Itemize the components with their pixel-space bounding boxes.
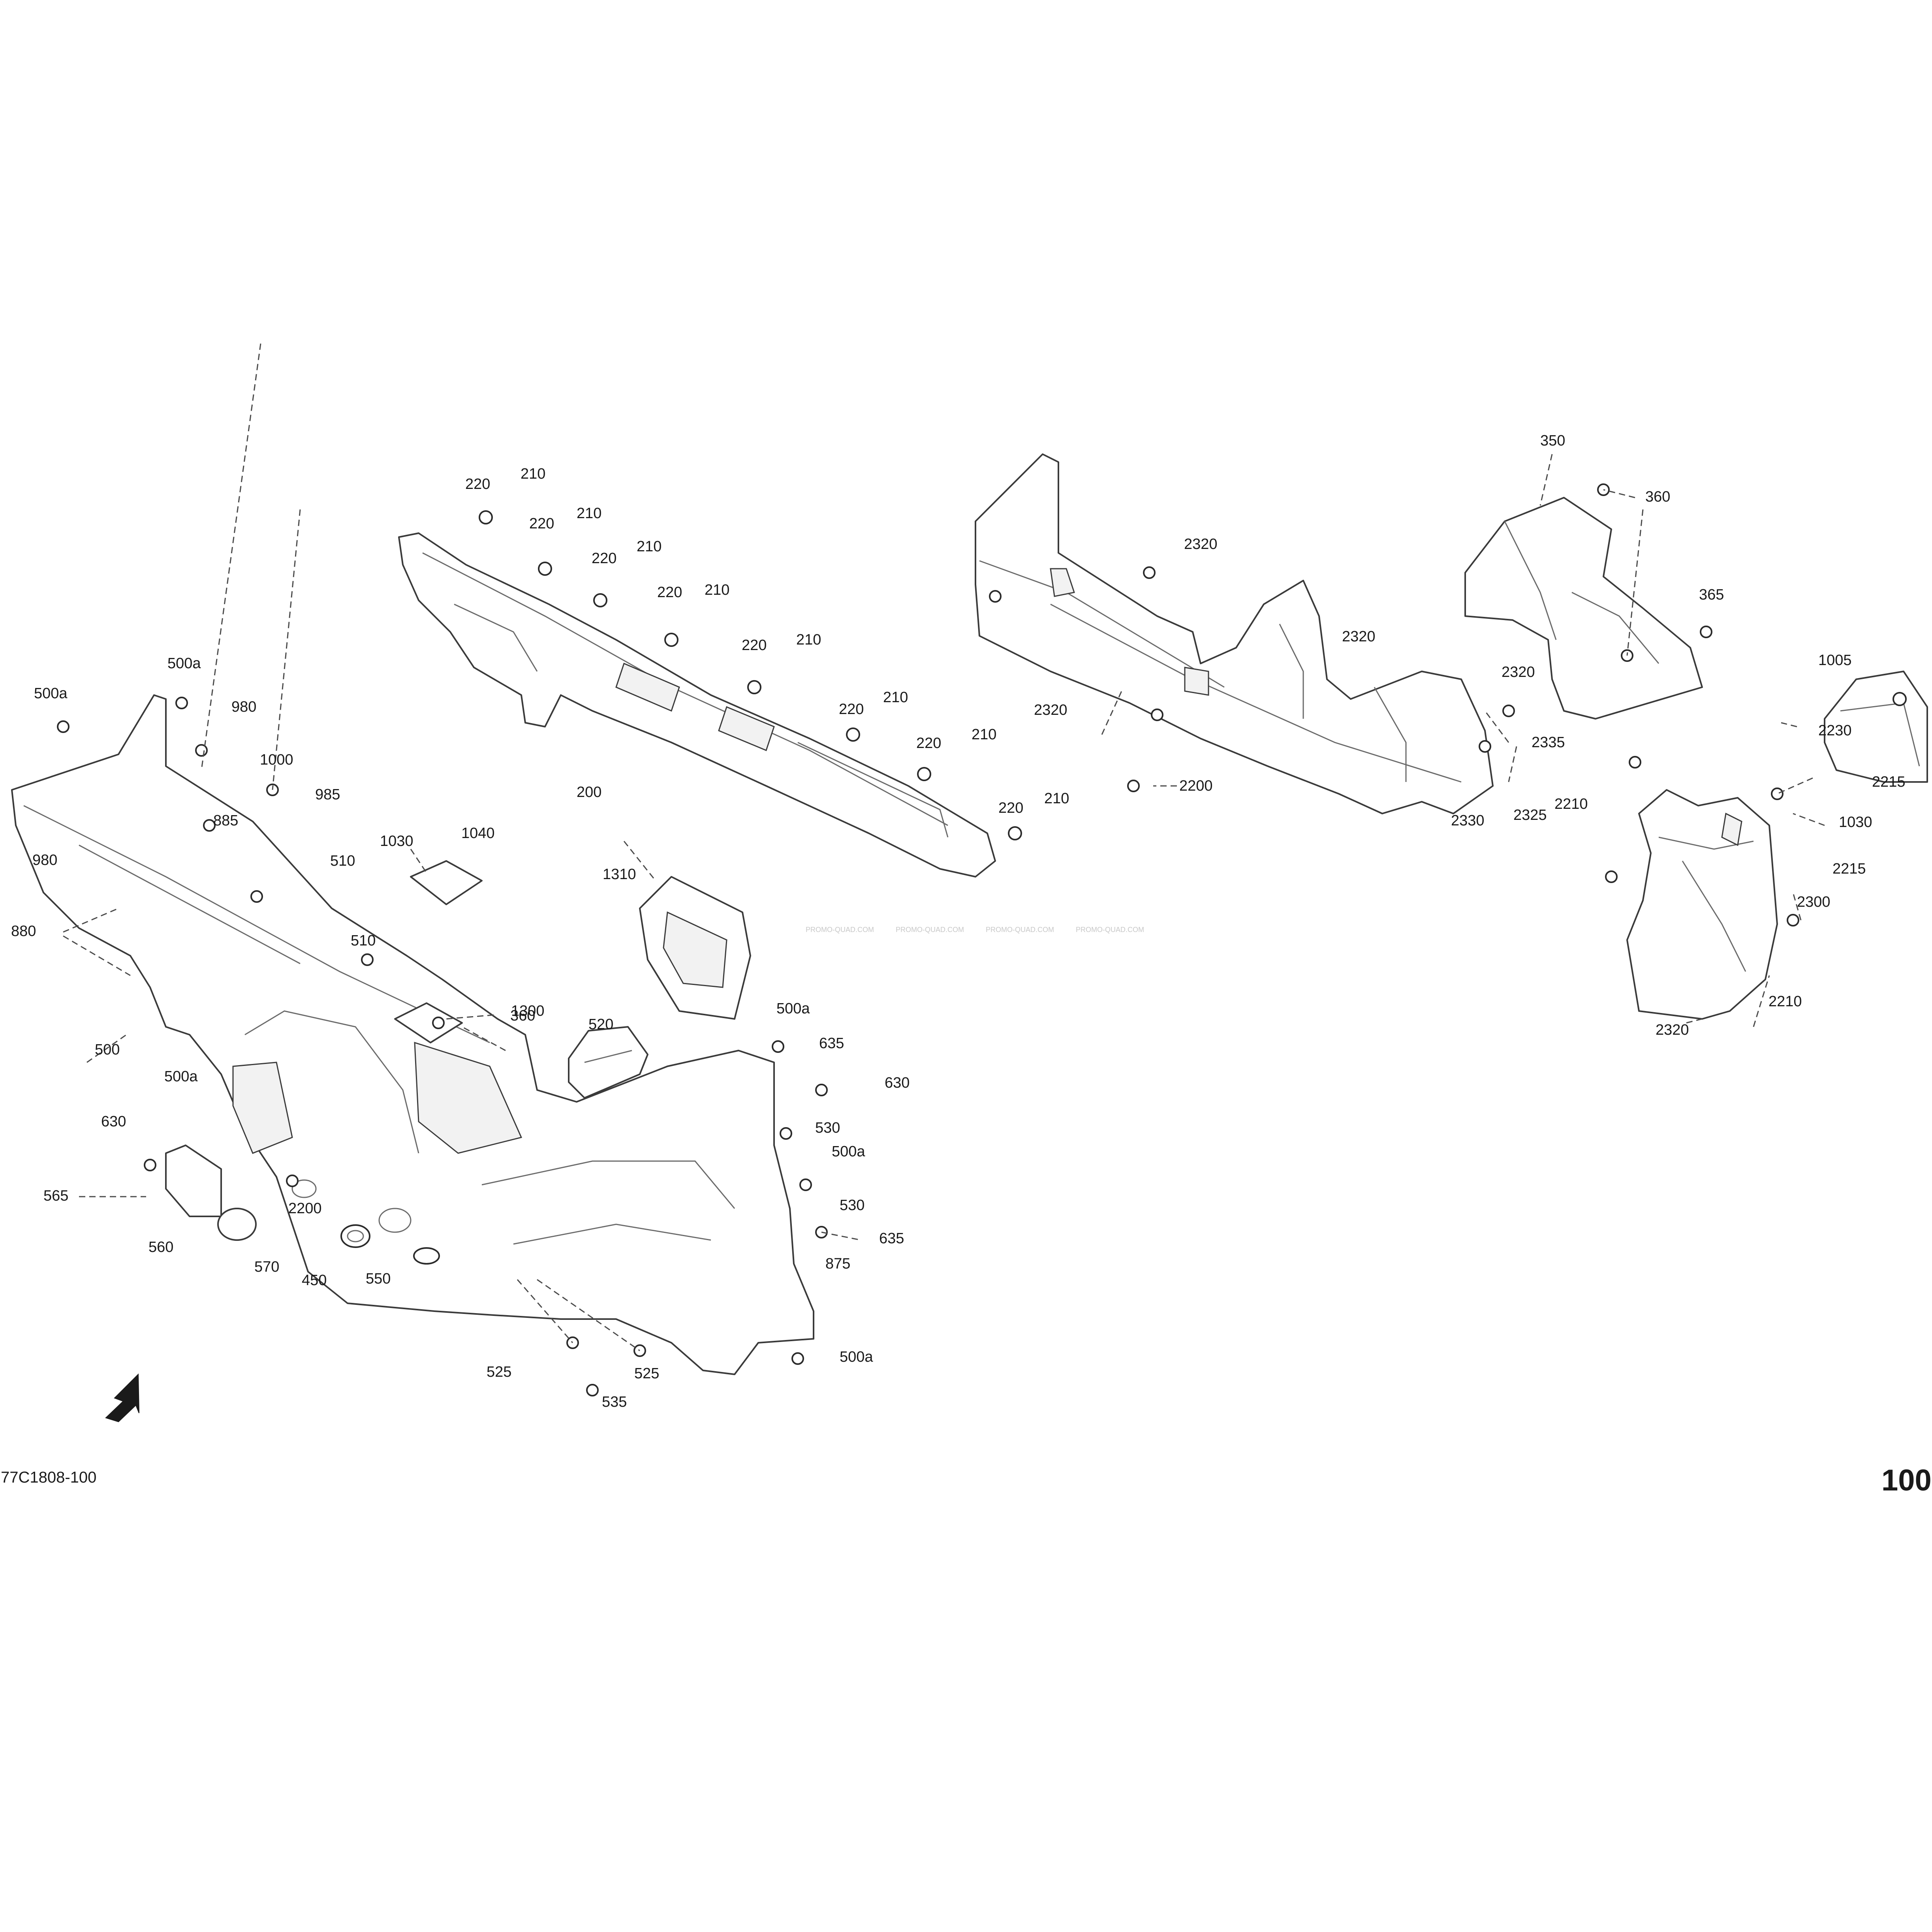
part-450-grommet	[340, 1224, 370, 1248]
callout-1030: 1300	[511, 1003, 545, 1019]
callout-2300: 2320	[1034, 702, 1067, 718]
orientation-arrow-icon	[105, 1373, 139, 1423]
callout-885: 980	[32, 852, 57, 868]
callout-500a: 500a	[167, 655, 201, 672]
callout-2230: 2320	[1656, 1022, 1689, 1038]
part-1300-vent-grille	[639, 876, 751, 1020]
diagram-code: 77C1808-100	[1, 1469, 96, 1486]
callout-570: 630	[101, 1113, 126, 1130]
leader-lines	[63, 343, 1825, 1351]
callout-220: 220	[998, 800, 1023, 816]
callout-510: 510	[330, 853, 355, 869]
callout-500a: 500a	[832, 1143, 865, 1160]
callout-630: 630	[885, 1075, 910, 1091]
callout-500: 500	[95, 1041, 120, 1058]
callout-2320: 2330	[1451, 812, 1485, 829]
callout-450: 450	[302, 1272, 327, 1289]
part-200-upper-beam	[398, 532, 996, 878]
callout-550: 550	[366, 1270, 391, 1287]
callout-530: 530	[815, 1120, 840, 1136]
callout-565: 565	[43, 1188, 68, 1204]
part-500-main-dash-panel	[11, 694, 814, 1375]
callout-220: 220	[465, 476, 490, 492]
callout-200: 200	[577, 784, 601, 801]
callout-220: 220	[529, 515, 554, 532]
callout-360: 360	[1645, 489, 1670, 505]
part-2200-housing	[1626, 789, 1778, 1020]
callout-500a: 500a	[164, 1068, 198, 1085]
callout-2215: 2300	[1797, 894, 1831, 910]
watermark-text: PROMO-QUAD.COM	[1076, 926, 1144, 934]
callout-500a: 500a	[34, 685, 68, 702]
callout-210: 210	[972, 726, 996, 743]
callout-500a: 500a	[840, 1349, 873, 1365]
callout-360: 360	[510, 1007, 535, 1024]
callout-535: 535	[602, 1394, 627, 1410]
callout-2215: 2230	[1818, 722, 1852, 739]
watermark-row: PROMO-QUAD.COM PROMO-QUAD.COM PROMO-QUAD…	[806, 926, 1144, 934]
part-520-vent	[568, 1026, 648, 1099]
callout-2320: 2320	[1184, 536, 1218, 553]
callout-2200: 2210	[1768, 993, 1802, 1010]
watermark-text: PROMO-QUAD.COM	[986, 926, 1054, 934]
callout-565: 570	[254, 1259, 279, 1275]
watermark-text: PROMO-QUAD.COM	[896, 926, 964, 934]
callout-510: 510	[351, 932, 376, 949]
callout-980: 980	[231, 699, 256, 715]
callout-530: 530	[840, 1197, 865, 1214]
callout-630: 635	[879, 1230, 904, 1247]
callout-labels: 220 210 220 210 220 210 220 210 220 210 …	[11, 432, 1906, 1410]
callout-2210: 2215	[1832, 861, 1866, 877]
callout-210: 210	[637, 538, 662, 555]
callout-210: 210	[705, 582, 729, 598]
callout-210: 210	[1044, 790, 1069, 807]
callout-350: 350	[1540, 432, 1565, 449]
callout-2200: 2210	[1554, 796, 1588, 812]
callout-220: 220	[592, 550, 616, 567]
part-1030-plates	[394, 860, 483, 1043]
callout-220: 220	[742, 637, 767, 654]
callout-210: 210	[796, 631, 821, 648]
callout-1040: 1040	[461, 825, 495, 842]
callout-1000: 1005	[1818, 652, 1852, 669]
page-number: 100	[1881, 1464, 1932, 1497]
callout-210: 210	[577, 505, 601, 522]
callout-2200: 2200	[1179, 778, 1213, 794]
watermark-text: PROMO-QUAD.COM	[806, 926, 874, 934]
callout-2320: 2320	[1502, 664, 1535, 680]
callout-220: 220	[916, 735, 941, 752]
callout-880: 885	[213, 812, 238, 829]
callout-500a: 500a	[776, 1000, 810, 1017]
callout-560: 560	[148, 1239, 173, 1255]
part-2300-floor-tray	[975, 453, 1494, 814]
callout-635: 875	[825, 1255, 850, 1272]
callout-1300: 1310	[603, 866, 636, 883]
callout-220: 220	[839, 701, 864, 718]
callout-2320: 2325	[1513, 807, 1547, 823]
callout-635: 635	[819, 1035, 844, 1052]
part-560-side-vent	[165, 1145, 257, 1241]
callout-875: 880	[11, 923, 36, 940]
part-350-duct	[1464, 497, 1703, 720]
part-1000-shroud	[1824, 671, 1928, 783]
callout-985: 1000	[260, 752, 293, 768]
callout-2210: 2215	[1872, 774, 1906, 790]
callout-1030: 1030	[380, 833, 413, 849]
callout-520: 520	[588, 1016, 613, 1033]
callout-980: 985	[315, 786, 340, 803]
callout-525: 525	[634, 1365, 659, 1382]
callout-2325: 2335	[1532, 734, 1565, 751]
callout-210: 210	[521, 466, 545, 482]
callout-365: 365	[1699, 586, 1724, 603]
callout-525: 525	[487, 1364, 511, 1380]
callout-2320: 2320	[1342, 628, 1376, 645]
callout-1310: 2200	[288, 1200, 322, 1217]
callout-220: 220	[657, 584, 682, 601]
part-550-plug	[413, 1247, 440, 1265]
callout-1005: 1030	[1839, 814, 1872, 831]
callout-210: 210	[883, 689, 908, 706]
